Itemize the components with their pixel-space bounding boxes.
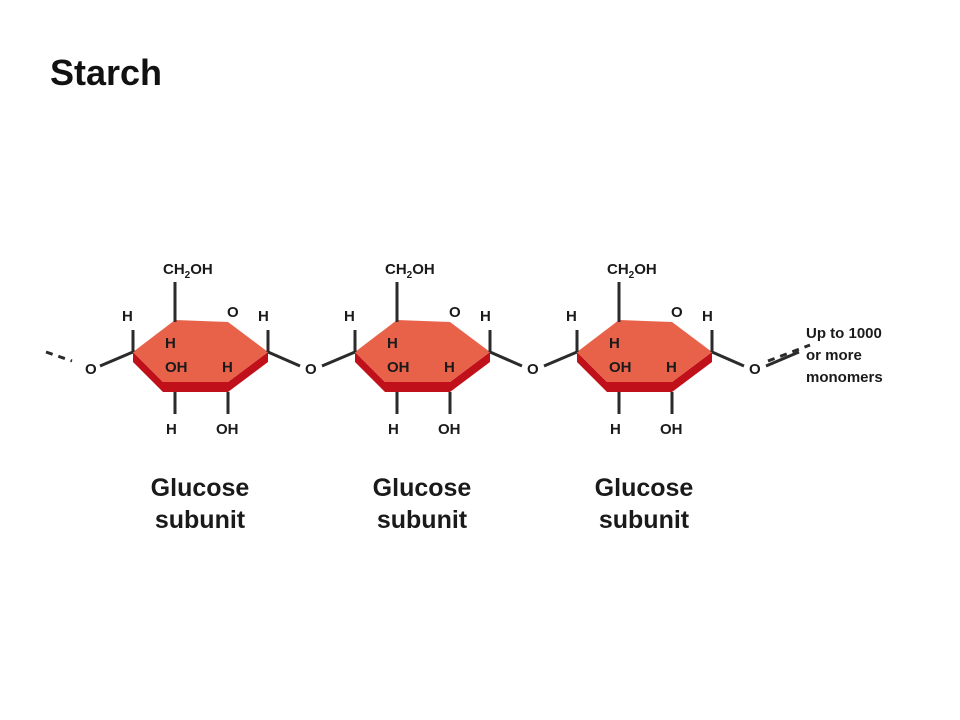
glycosidic-bond-next	[543, 350, 578, 368]
top-left-h-label: H	[122, 308, 133, 325]
ch2oh-oh: OH	[190, 261, 213, 278]
ch2oh-ch: CH	[607, 261, 629, 278]
ch2oh-subscript: 2	[185, 270, 191, 281]
ch2oh-label: CH2OH	[607, 261, 657, 281]
glycosidic-bond	[267, 350, 301, 368]
inner-oh-label: OH	[609, 359, 632, 376]
glucose-subunit-1	[131, 282, 356, 414]
ch2oh-label: CH2OH	[385, 261, 435, 281]
chain-note-line-2: or more	[806, 347, 862, 364]
bottom-oh-label: OH	[216, 421, 239, 438]
caption-line-1: Glucose	[373, 474, 472, 502]
inner-right-h-label: H	[666, 359, 677, 376]
ch2oh-subscript: 2	[407, 270, 413, 281]
glycosidic-bond	[711, 350, 745, 368]
linkage-oxygen-label: O	[305, 361, 317, 378]
ch2oh-oh: OH	[412, 261, 435, 278]
ring-face	[577, 320, 712, 382]
bottom-h-label: H	[610, 421, 621, 438]
linkage-oxygen-0: O	[85, 361, 97, 378]
glycosidic-bond	[489, 350, 523, 368]
caption-line-1: Glucose	[151, 474, 250, 502]
ring-oxygen-label: O	[671, 304, 683, 321]
top-right-h-label: H	[480, 308, 491, 325]
caption-line-2: subunit	[377, 506, 468, 534]
left-o-bond	[99, 350, 134, 368]
inner-right-h-label: H	[222, 359, 233, 376]
glycosidic-bond-next	[321, 350, 356, 368]
right-chain-dash	[767, 343, 811, 363]
ring-face	[133, 320, 268, 382]
bottom-h-label: H	[388, 421, 399, 438]
ch2oh-subscript: 2	[629, 270, 635, 281]
bottom-oh-label: OH	[660, 421, 683, 438]
inner-oh-label: OH	[387, 359, 410, 376]
ring-oxygen-label: O	[227, 304, 239, 321]
bottom-oh-label: OH	[438, 421, 461, 438]
glucose-subunit-3	[575, 282, 800, 414]
ch2oh-ch: CH	[385, 261, 407, 278]
linkage-oxygen-label: O	[749, 361, 761, 378]
top-left-h-label: H	[566, 308, 577, 325]
inner-oh-label: OH	[165, 359, 188, 376]
bottom-h-label: H	[166, 421, 177, 438]
top-right-h-label: H	[258, 308, 269, 325]
caption-line-1: Glucose	[595, 474, 694, 502]
ring-face	[355, 320, 490, 382]
page-title: Starch	[50, 52, 163, 93]
ch2oh-ch: CH	[163, 261, 185, 278]
linkage-oxygen-label: O	[527, 361, 539, 378]
inner-h-label: H	[609, 335, 620, 352]
ring-oxygen-label: O	[449, 304, 461, 321]
inner-h-label: H	[165, 335, 176, 352]
chain-note-line-1: Up to 1000	[806, 325, 882, 342]
chain-note-line-3: monomers	[806, 369, 883, 386]
inner-right-h-label: H	[444, 359, 455, 376]
top-right-h-label: H	[702, 308, 713, 325]
left-chain-dash	[45, 350, 73, 363]
top-left-h-label: H	[344, 308, 355, 325]
glucose-subunit-2	[353, 282, 578, 414]
ch2oh-label: CH2OH	[163, 261, 213, 281]
ch2oh-oh: OH	[634, 261, 657, 278]
caption-line-2: subunit	[599, 506, 690, 534]
glycosidic-bond-next	[765, 350, 800, 368]
caption-line-2: subunit	[155, 506, 246, 534]
inner-h-label: H	[387, 335, 398, 352]
